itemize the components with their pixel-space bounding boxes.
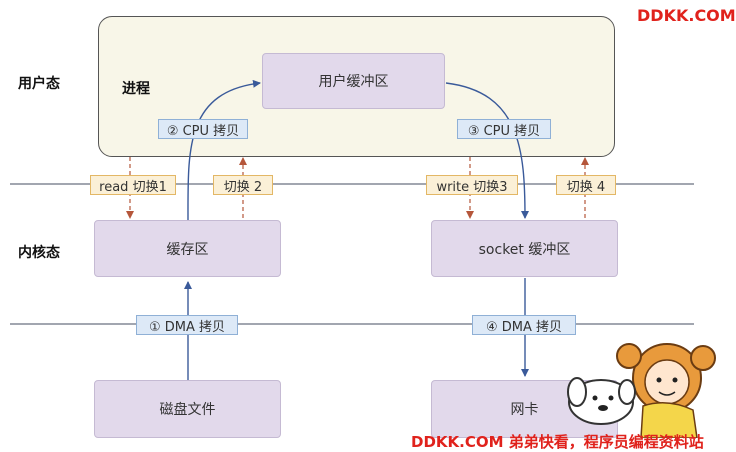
switch-2-label: 切换 2 bbox=[213, 175, 273, 195]
user-to-socket-arrow bbox=[445, 82, 529, 219]
brand-watermark-bottom: DDKK.COM 弟弟快看，程序员编程资料站 bbox=[411, 433, 704, 451]
cpu-copy-2-label: ③ CPU 拷贝 bbox=[457, 119, 551, 139]
nic-label: 网卡 bbox=[510, 402, 539, 418]
disk-file-label: 磁盘文件 bbox=[159, 402, 216, 418]
kernel-mode-label: 内核态 bbox=[18, 245, 60, 261]
cpu-copy-1-label: ② CPU 拷贝 bbox=[158, 119, 248, 139]
dma-copy-1-label: ① DMA 拷贝 bbox=[136, 315, 238, 335]
cartoon-mascot-image bbox=[567, 343, 716, 438]
switch-4-label: 切换 4 bbox=[556, 175, 616, 195]
socket-buffer-label: socket 缓冲区 bbox=[478, 241, 571, 258]
switch-3-label: write 切换3 bbox=[426, 175, 518, 195]
buffer-to-user-arrow bbox=[187, 79, 261, 221]
disk-file-box: 磁盘文件 bbox=[94, 380, 281, 438]
socket-buffer-box: socket 缓冲区 bbox=[431, 220, 618, 277]
kernel-buffer-label: 缓存区 bbox=[166, 241, 209, 258]
user-buffer-box: 用户缓冲区 bbox=[262, 53, 445, 109]
kernel-buffer-box: 缓存区 bbox=[94, 220, 281, 277]
brand-watermark-top: DDKK.COM bbox=[637, 6, 736, 25]
dma-copy-2-label: ④ DMA 拷贝 bbox=[472, 315, 576, 335]
user-buffer-label: 用户缓冲区 bbox=[318, 74, 389, 90]
switch-1-label: read 切换1 bbox=[90, 175, 176, 195]
process-label: 进程 bbox=[122, 81, 150, 97]
user-mode-label: 用户态 bbox=[18, 76, 60, 92]
